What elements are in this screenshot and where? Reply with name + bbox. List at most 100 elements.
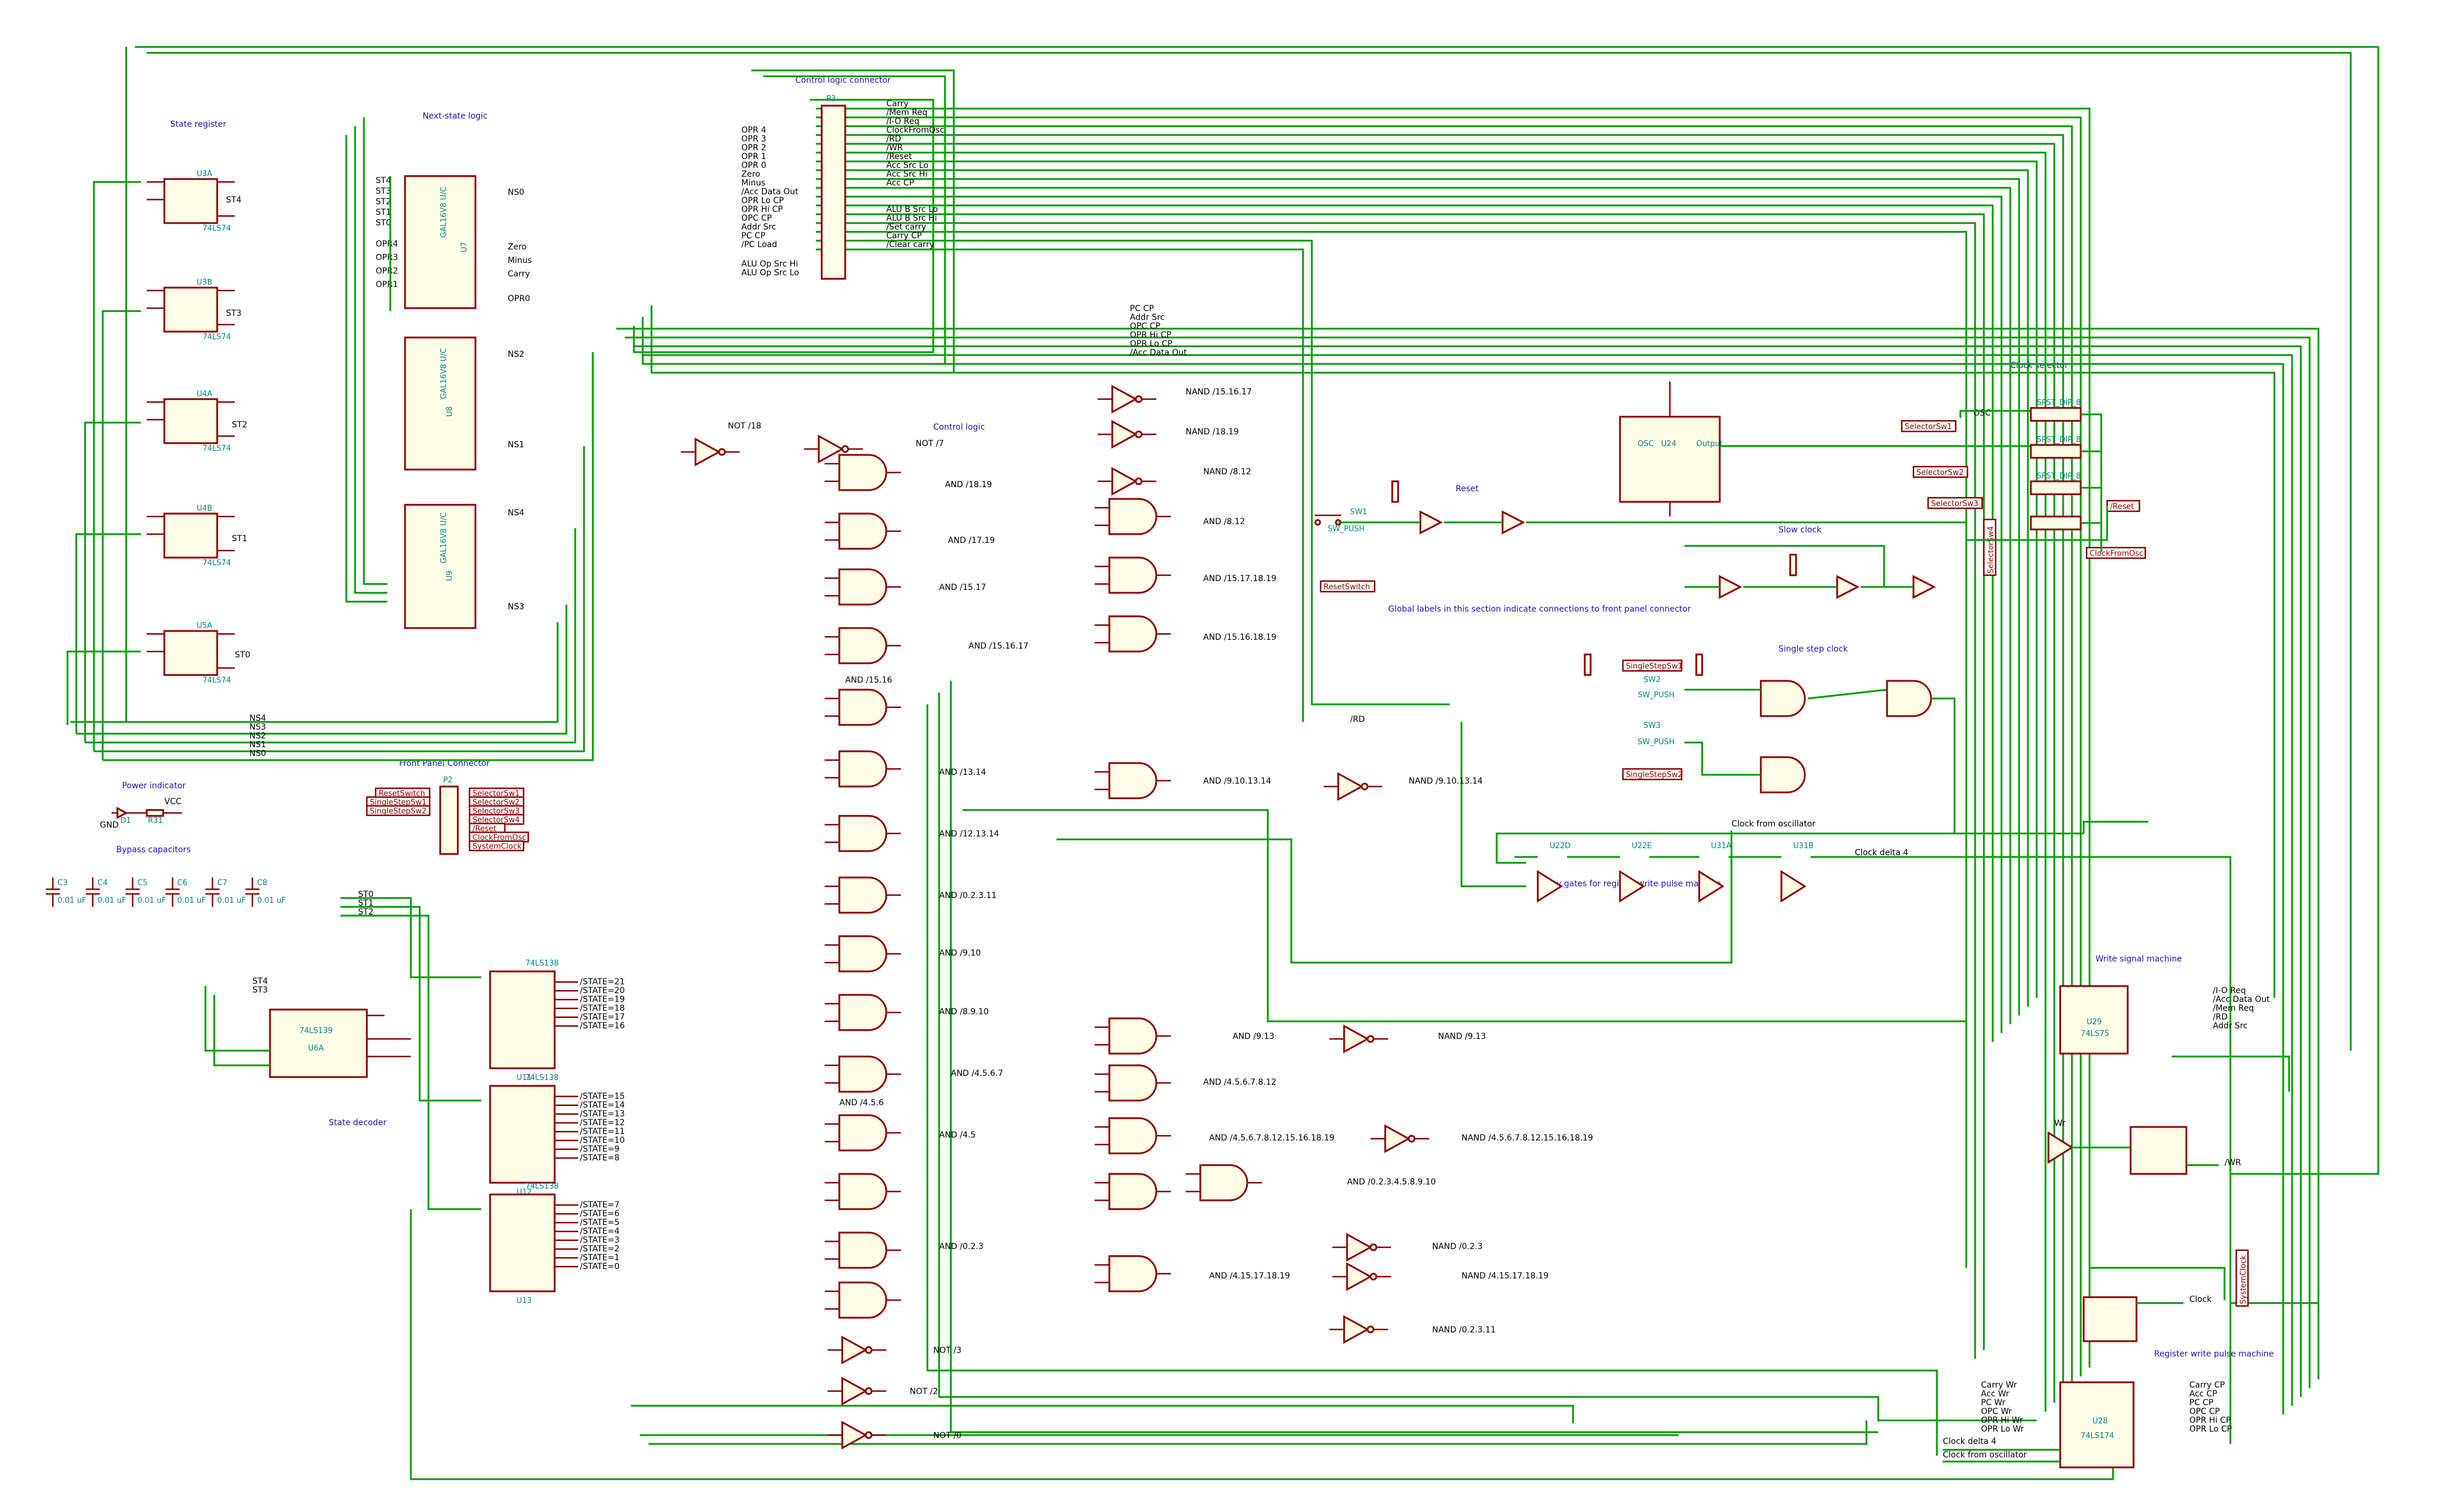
ff-out: ST2 xyxy=(232,420,247,430)
decoder-output: /STATE=0 xyxy=(580,1262,620,1271)
control-net-label: AND /8.12 xyxy=(1203,517,1245,526)
ref-label: U3A xyxy=(197,170,212,178)
decoder-input: ST1 xyxy=(358,899,373,908)
decoder-ref: U11 xyxy=(517,1074,532,1082)
bus-label: PC CP xyxy=(1130,304,1154,313)
fp-right-label: SelectorSw4 xyxy=(472,816,520,825)
reset-circuit: SW1 SW_PUSH ResetSwitch xyxy=(1314,480,2108,593)
control-net-label: NAND /8.12 xyxy=(1203,467,1251,477)
flipflop-u3b: U3B 74LS74 ST3 xyxy=(147,278,241,342)
wm-part: 74LS75 xyxy=(2081,1030,2109,1038)
rm-ref: U28 xyxy=(2092,1417,2108,1426)
and-gate xyxy=(838,750,887,788)
not-gate xyxy=(1111,420,1138,449)
power-indicator: D1 R31 VCC GND xyxy=(100,797,182,830)
gal-u9: U9 GAL16V8 U/C NS4 NS3 xyxy=(404,504,524,629)
part-label: 74LS74 xyxy=(202,676,231,685)
demux-input: ST4 xyxy=(252,977,268,986)
fp-right-label: ClockFromOsc xyxy=(472,833,526,842)
decoder-output: /STATE=17 xyxy=(580,1013,625,1022)
net-ns0: NS0 xyxy=(249,749,266,758)
sw-type: SW_PUSH xyxy=(1638,738,1675,747)
gal-output: NS0 xyxy=(508,188,524,197)
reset-switch-type: SW_PUSH xyxy=(1328,525,1365,534)
control-net-label: NAND /9.13 xyxy=(1438,1032,1486,1041)
wm-wr: Wr xyxy=(2054,1119,2065,1128)
decoder-output: /STATE=16 xyxy=(580,1021,625,1031)
ff-out: ST1 xyxy=(232,534,247,544)
net-ns4: NS4 xyxy=(249,714,266,723)
title-register-machine: Register write pulse machine xyxy=(2154,1349,2274,1359)
decoder-output: /STATE=19 xyxy=(580,995,625,1004)
flipflop-u3a: U3A 74LS74 ST4 xyxy=(147,170,241,233)
rm-output: PC CP xyxy=(2189,1398,2213,1408)
and-gate xyxy=(1108,1117,1157,1155)
ref-label: U7 xyxy=(460,242,469,252)
title-next-state-logic: Next-state logic xyxy=(423,112,488,121)
gal-output: OPR0 xyxy=(508,294,530,303)
cap-value: 0.01 uF xyxy=(97,896,126,905)
not-gate xyxy=(1346,1233,1373,1262)
and-gate xyxy=(1108,1173,1157,1210)
conn-left: OPR Hi CP xyxy=(741,205,783,214)
ref-label: U6A xyxy=(308,1044,324,1053)
power-vcc: VCC xyxy=(164,797,181,806)
cap-ref: C5 xyxy=(137,879,147,887)
ref-label: U8 xyxy=(445,406,454,417)
conn-right: /RD xyxy=(886,134,901,144)
control-net-label: NAND /18.19 xyxy=(1186,427,1239,437)
single-step-clock: SingleStepSw1 SingleStepSw2 SW2 SW_PUSH … xyxy=(1584,653,1956,833)
ff-out: ST3 xyxy=(226,309,241,318)
title-slow-clock: Slow clock xyxy=(1778,525,1822,535)
state-decoder: 74LS139 U6A ST4 ST3 74LS138U11/STATE=21/… xyxy=(204,890,625,1305)
net-clock-from-osc: Clock from oscillator xyxy=(1731,819,1815,829)
control-net-label: AND /0.2.3 xyxy=(939,1242,984,1251)
gal-input: ST3 xyxy=(376,187,391,196)
conn-left: /PC Load xyxy=(741,240,777,249)
conn-left: OPR 3 xyxy=(741,134,767,144)
rm-part: 74LS174 xyxy=(2081,1432,2114,1440)
wm-system-clock: SystemClock xyxy=(2239,1255,2248,1304)
selector-output: ClockFromOsc xyxy=(2090,549,2144,558)
title-front-panel: Front Panel Connector xyxy=(399,759,490,768)
control-net-label: AND /4.5 xyxy=(939,1130,976,1140)
ref-label: P2 xyxy=(443,776,453,785)
and-gate xyxy=(838,1281,887,1319)
and-gate xyxy=(1108,556,1157,594)
gal-input: ST2 xyxy=(376,197,391,207)
ref-label: P3 xyxy=(826,95,836,103)
ref-label: U3B xyxy=(197,278,212,287)
conn-left: /Acc Data Out xyxy=(741,187,799,197)
part-label: 74LS74 xyxy=(202,224,231,233)
decoder-output: /STATE=10 xyxy=(580,1136,625,1145)
not-gate xyxy=(841,1376,868,1406)
decoder-body xyxy=(489,1085,556,1184)
decoder-output: /STATE=18 xyxy=(580,1004,625,1013)
not-gate xyxy=(841,1335,868,1365)
decoder-output: /STATE=5 xyxy=(580,1218,620,1227)
decoder-part: 74LS138 xyxy=(525,1182,559,1191)
conn-right: Carry CP xyxy=(886,231,922,241)
control-net-label: NAND /9.10.13.14 xyxy=(1409,777,1483,786)
decoder-output: /STATE=11 xyxy=(580,1127,625,1136)
control-net-label: AND /4.15.17.18.19 xyxy=(1209,1271,1290,1281)
decoder-output: /STATE=6 xyxy=(580,1209,620,1219)
fp-right-label: /Reset xyxy=(472,825,497,833)
ref-label: U4B xyxy=(197,504,212,513)
singlestep-label: SingleStepSw1 xyxy=(1626,662,1683,671)
control-net-label: AND /15.16.17 xyxy=(968,642,1028,651)
bus-label: OPR Hi CP xyxy=(1130,330,1172,340)
not-gate xyxy=(1384,1124,1411,1153)
ref-label: U5A xyxy=(197,622,212,630)
gal-output: NS1 xyxy=(508,440,524,450)
conn-right: /Reset xyxy=(886,152,912,161)
conn-right: Acc Src Lo xyxy=(886,161,929,170)
conn-right: ClockFromOsc xyxy=(886,126,944,135)
rm-output: Acc CP xyxy=(2189,1389,2217,1399)
decoder-output: /STATE=12 xyxy=(580,1118,625,1128)
conn-right: Carry xyxy=(886,99,909,109)
conn-right: /I-O Req xyxy=(886,117,919,126)
conn-left: OPR 1 xyxy=(741,152,767,161)
